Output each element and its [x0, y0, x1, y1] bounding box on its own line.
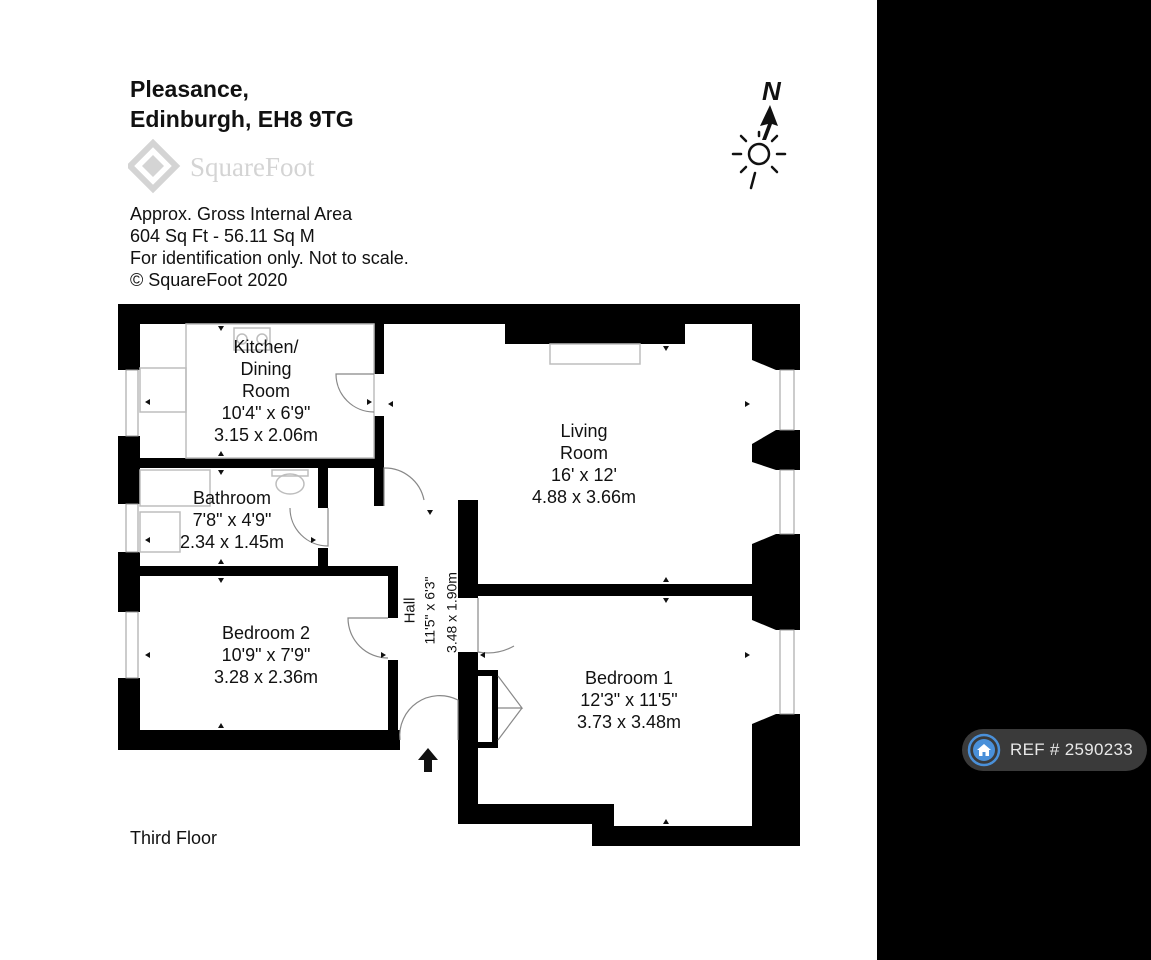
kitchen-imperial: 10'4" x 6'9" [221, 403, 311, 423]
wall-cupboard-bottom [478, 742, 498, 748]
kitchen-name-1: Kitchen/ [233, 337, 299, 357]
living-name-2: Room [559, 443, 608, 463]
pier-3 [752, 534, 776, 630]
washbasin [139, 511, 181, 553]
floorplan-sheet: Pleasance, Edinburgh, EH8 9TG SquareFoot… [118, 76, 800, 848]
address-line-2: Edinburgh, EH8 9TG [130, 106, 354, 132]
kitchen-metric: 3.15 x 2.06m [213, 425, 319, 445]
kitchen-hob [233, 327, 271, 351]
room-living: Living Room 16' x 12' 4.88 x 3.66m [504, 420, 664, 508]
door-cupboard-2 [497, 707, 523, 741]
door-bathroom [289, 507, 329, 547]
wall-right-1 [776, 304, 800, 370]
chimney-breast [505, 324, 685, 344]
door-bedroom2 [347, 617, 389, 659]
hall-name: Hall [401, 597, 419, 624]
home-icon [967, 733, 1001, 767]
door-bedroom1 [477, 598, 515, 654]
address-line-1: Pleasance, [130, 76, 249, 102]
kitchen-name-3: Room [241, 381, 290, 401]
wall-kitchen-bottom [140, 458, 384, 468]
door-living [383, 467, 425, 506]
wall-top [118, 304, 800, 324]
room-kitchen: Kitchen/ Dining Room 10'4" x 6'9" 3.15 x… [196, 336, 336, 446]
bedroom1-name: Bedroom 1 [584, 668, 674, 688]
pier-2 [752, 430, 776, 470]
wall-right-4 [776, 714, 800, 844]
living-metric: 4.88 x 3.66m [531, 487, 637, 507]
wall-bathroom-right-2 [318, 548, 328, 576]
wall-bottom-left [118, 730, 400, 750]
logo-text: SquareFoot [190, 152, 315, 182]
side-panel [877, 0, 1151, 960]
reference-text: REF # 2590233 [1010, 740, 1133, 759]
bathroom-imperial: 7'8" x 4'9" [192, 510, 272, 530]
window-bathroom [125, 503, 139, 553]
wall-left-2 [118, 436, 140, 504]
bath [139, 469, 211, 507]
bedroom2-name: Bedroom 2 [221, 623, 311, 643]
toilet [275, 473, 305, 495]
wall-bedroom1-bottom-a [458, 804, 594, 824]
door-entrance [399, 695, 459, 741]
wall-hall-right [458, 500, 478, 598]
bedroom1-metric: 3.73 x 3.48m [576, 712, 682, 732]
entrance-arrow-icon [418, 748, 438, 772]
wall-left-1 [118, 304, 140, 370]
room-bedroom2: Bedroom 2 10'9" x 7'9" 3.28 x 2.36m [186, 622, 346, 688]
room-bathroom: Bathroom 7'8" x 4'9" 2.34 x 1.45m [157, 487, 307, 553]
door-kitchen [335, 373, 375, 413]
wall-left-3 [118, 552, 140, 612]
bedroom2-imperial: 10'9" x 7'9" [221, 645, 311, 665]
floor-plan [118, 304, 800, 846]
wall-living-bottom [458, 584, 776, 596]
wall-bathroom-bottom [140, 566, 398, 576]
wall-bedroom1-left-bottom [458, 740, 478, 824]
kitchen-name-2: Dining [240, 359, 292, 379]
door-cupboard-1 [497, 675, 524, 709]
wall-cupboard-top [478, 670, 498, 676]
area-title: Approx. Gross Internal Area [130, 204, 353, 224]
room-bedroom1: Bedroom 1 12'3" x 11'5" 3.73 x 3.48m [549, 667, 709, 733]
floor-label: Third Floor [130, 828, 218, 848]
wall-kitchen-right-1 [374, 324, 384, 374]
hall-imperial: 11'5" x 6'3" [421, 576, 438, 645]
wall-right-3 [776, 534, 800, 630]
reference-badge: REF # 2590233 [962, 729, 1147, 771]
hall-metric: 3.48 x 1.90m [443, 572, 460, 653]
wall-bedroom1-bottom-b [592, 826, 800, 846]
kitchen-sink [139, 367, 187, 413]
living-imperial: 16' x 12' [551, 465, 617, 485]
window-living-2 [779, 469, 795, 535]
wall-right-2 [776, 430, 800, 470]
bedroom1-imperial: 12'3" x 11'5" [580, 690, 678, 710]
window-bedroom1 [779, 629, 795, 715]
wall-bedroom2-right-2 [388, 660, 398, 750]
disclaimer: For identification only. Not to scale. [130, 248, 409, 268]
north-arrow-icon [760, 105, 778, 140]
pier-4 [752, 714, 776, 844]
window-living-1 [779, 369, 795, 431]
wall-bedroom2-right-1 [388, 566, 398, 618]
living-name-1: Living [560, 421, 608, 441]
wall-bedroom1-step [592, 804, 614, 846]
wall-bathroom-right-1 [318, 468, 328, 508]
pier-1 [752, 324, 776, 370]
north-label: N [762, 76, 782, 106]
bathroom-metric: 2.34 x 1.45m [179, 532, 285, 552]
window-bedroom2 [125, 611, 139, 679]
north-compass-icon: N [731, 76, 787, 190]
window-kitchen [125, 369, 139, 437]
fireplace-hearth [549, 343, 641, 365]
copyright: © SquareFoot 2020 [130, 270, 288, 290]
wall-cupboard-right [492, 670, 498, 748]
area-value: 604 Sq Ft - 56.11 Sq M [130, 226, 315, 246]
bedroom2-metric: 3.28 x 2.36m [213, 667, 319, 687]
wall-hall-right-2 [458, 652, 478, 744]
squarefoot-logo: SquareFoot [128, 139, 315, 194]
bathroom-name: Bathroom [192, 488, 272, 508]
